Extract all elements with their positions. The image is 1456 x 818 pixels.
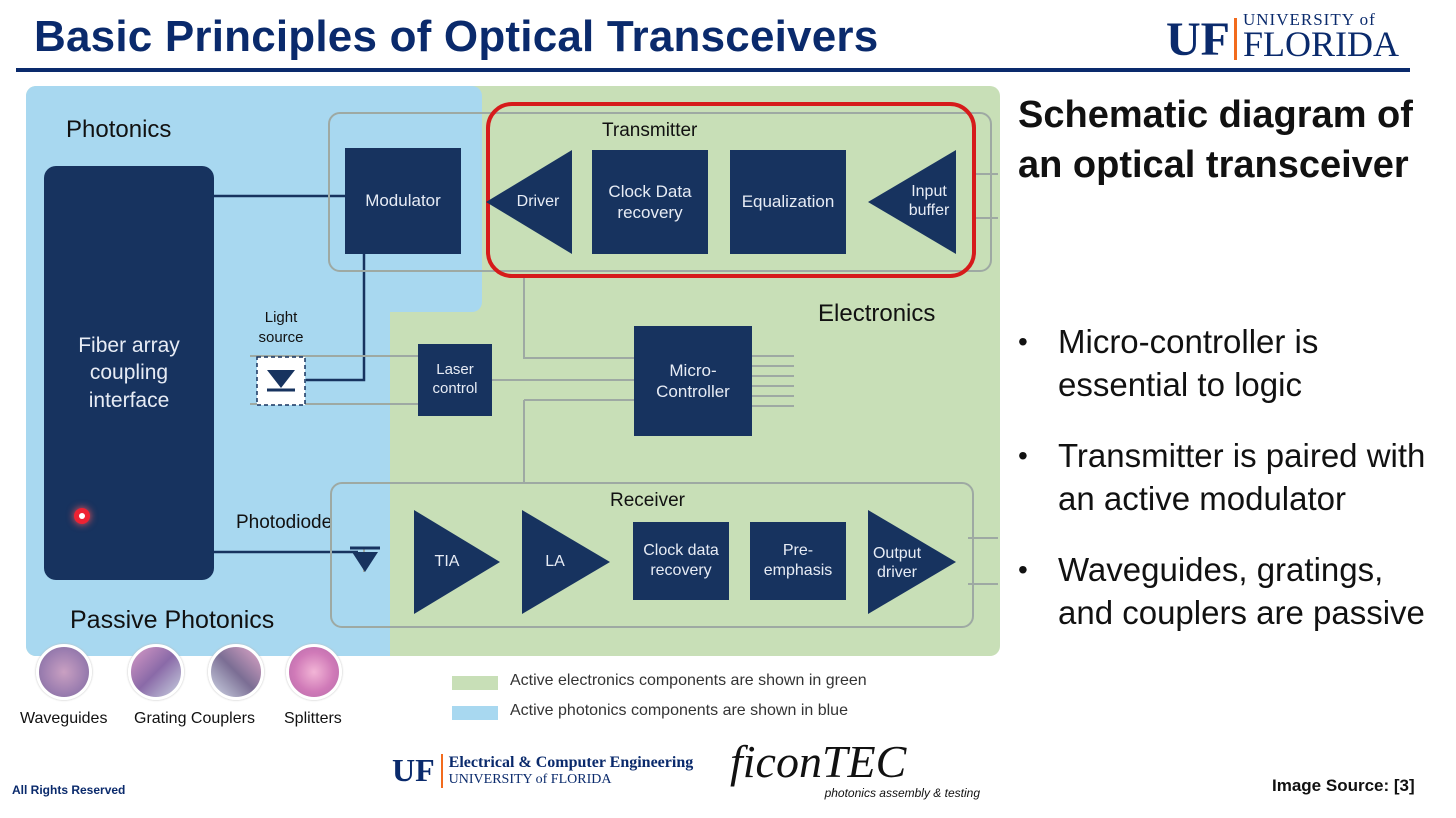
bullet-text: Micro-controller is essential to logic [1058, 323, 1319, 403]
ece-logo-line1: Electrical & Computer Engineering [448, 753, 694, 771]
bullet-list: •Micro-controller is essential to logic … [1018, 320, 1438, 662]
input-buffer-icon [868, 150, 956, 254]
bullet-item: • Micro-controller is essential to logic [1018, 320, 1438, 406]
modulator-block: Modulator [345, 148, 461, 254]
output-driver-label: Output driver [872, 545, 922, 582]
bullet-text: Transmitter is paired with an active mod… [1058, 437, 1426, 517]
bullet-item: • Transmitter is paired with an active mo… [1018, 434, 1438, 520]
receiver-frame [330, 482, 974, 628]
pre-emphasis-block: Pre-emphasis [750, 522, 846, 600]
receiver-label: Receiver [610, 490, 685, 511]
slide-title: Basic Principles of Optical Transceivers [34, 12, 879, 61]
bullet-dot-icon: • [1018, 554, 1028, 585]
transmitter-highlight [486, 102, 976, 278]
grating-couplers-image [128, 644, 184, 700]
legend-green-swatch [452, 676, 498, 690]
image-source: Image Source: [3] [1272, 776, 1415, 795]
uf-logo-line2: FLORIDA [1242, 24, 1399, 64]
side-heading: Schematic diagram of an optical transcei… [1018, 94, 1413, 186]
ece-logo-mark: UF [392, 752, 435, 788]
bullet-dot-icon: • [1018, 326, 1028, 357]
driver-label: Driver [516, 193, 560, 210]
output-driver-icon [868, 510, 956, 614]
title-rule [16, 68, 1410, 72]
ece-logo-text: Electrical & Computer Engineering UNIVER… [449, 754, 694, 788]
light-source-diode-icon [256, 356, 306, 406]
ece-logo: UF Electrical & Computer Engineering UNI… [392, 752, 693, 789]
transceiver-diagram: Photonics Electronics Passive Photonics … [18, 82, 1008, 732]
bullet-text: Waveguides, gratings, and couplers are p… [1058, 551, 1425, 631]
photonics-label: Photonics [66, 116, 172, 143]
ficontec-tagline: photonics assembly & testing [824, 786, 980, 800]
legend-blue-text: Active photonics components are shown in… [510, 702, 848, 719]
equalization-block: Equalization [730, 150, 846, 254]
uf-logo-line1: UNIVERSITY of [1242, 10, 1376, 29]
rights-notice: All Rights Reserved [12, 783, 126, 797]
driver-amplifier-icon [486, 150, 572, 254]
tia-label: TIA [434, 553, 460, 570]
uf-logo-text: UNIVERSITY of FLORIDA [1243, 11, 1399, 62]
fiber-array-block: Fiber array coupling interface [44, 166, 214, 580]
legend-green-text: Active electronics components are shown … [510, 672, 867, 689]
waveguides-image [36, 644, 92, 700]
ece-logo-line2: UNIVERSITY of FLORIDA [448, 771, 612, 787]
uf-logo-mark: UF [1166, 13, 1230, 66]
cursor-indicator [74, 508, 90, 524]
grating-couplers-image-2 [208, 644, 264, 700]
la-amplifier-icon [522, 510, 610, 614]
photodiode-label: Photodiode [236, 512, 333, 533]
bullet-item: • Waveguides, gratings, and couplers are … [1018, 548, 1438, 634]
bullet-dot-icon: • [1018, 440, 1028, 471]
light-source-label: Light source [258, 309, 304, 346]
rx-clock-data-recovery-block: Clock data recovery [633, 522, 729, 600]
electronics-label: Electronics [818, 300, 936, 327]
waveguides-label: Waveguides [20, 710, 108, 727]
la-label: LA [545, 553, 565, 570]
laser-control-block: Laser control [418, 344, 492, 416]
transmitter-frame [328, 112, 992, 272]
splitters-label: Splitters [284, 710, 342, 727]
splitters-image [286, 644, 342, 700]
ficontec-logo: ficonTEC photonics assembly & testing [730, 736, 980, 801]
transmitter-label: Transmitter [602, 120, 698, 141]
ficontec-name: ficonTEC [730, 736, 907, 787]
uf-logo: UF UNIVERSITY of FLORIDA [1166, 11, 1399, 66]
passive-photonics-label: Passive Photonics [70, 606, 275, 634]
ece-logo-divider [440, 753, 443, 788]
uf-logo-divider [1233, 18, 1237, 60]
input-buffer-label: Input buffer [908, 183, 950, 220]
grating-couplers-label: Grating Couplers [134, 710, 255, 727]
photonics-region-corner [390, 298, 482, 312]
legend-blue-swatch [452, 706, 498, 720]
micro-controller-block: Micro-Controller [634, 326, 752, 436]
photodiode-icon [350, 546, 380, 572]
tia-amplifier-icon [414, 510, 500, 614]
tx-clock-data-recovery-block: Clock Data recovery [592, 150, 708, 254]
